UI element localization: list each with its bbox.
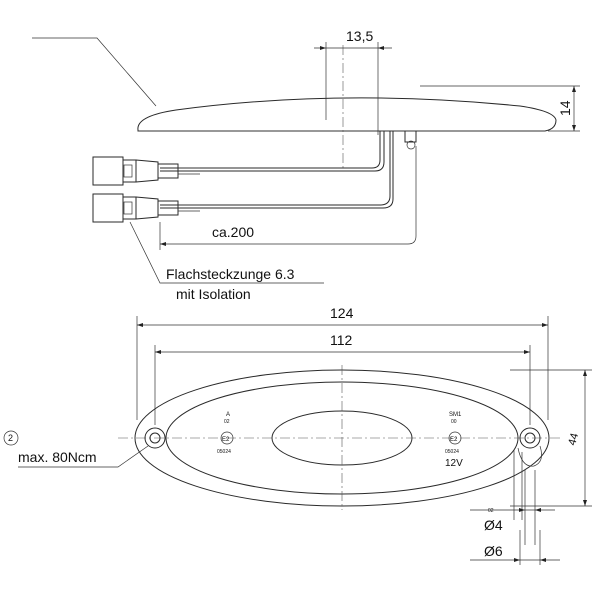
- dim-hole4-arrow-left: [519, 508, 525, 512]
- dim-124-arrow-right: [542, 323, 548, 327]
- dim-13-5-arrow-left: [320, 46, 326, 50]
- hole-large-label: Ø6: [484, 543, 503, 559]
- connector-label-line2: mit Isolation: [176, 286, 251, 302]
- side-view: 13,5 14: [32, 28, 580, 302]
- dim-14-label: 14: [557, 100, 573, 116]
- dim-hole6-arrow-left: [514, 558, 520, 562]
- dim-44-arrow-bottom: [583, 500, 587, 506]
- mounting-hole-right: [519, 427, 541, 449]
- cable-grommet: [404, 131, 417, 143]
- e-number-right: 05024: [445, 449, 459, 455]
- dim-14-arrow-top: [572, 86, 576, 92]
- leader-line-top: [32, 37, 157, 107]
- connector-leader: [129, 221, 324, 284]
- dim-124-label: 124: [330, 305, 354, 321]
- voltage-label: 12V: [445, 458, 463, 469]
- e-mark-right-circle: [448, 431, 462, 445]
- mounting-hole-left-inner: [149, 432, 161, 444]
- dim-112-label: 112: [330, 332, 353, 348]
- e-mark-right: E2: [450, 437, 458, 443]
- torque-label: max. 80Ncm: [18, 449, 97, 465]
- right-mark-top: SM1: [449, 412, 462, 418]
- dim-44-label: 44: [566, 432, 581, 447]
- torque-marker-circle: [3, 430, 19, 446]
- dim-112-arrow-right: [524, 350, 530, 354]
- dim-200-label: ca.200: [212, 224, 254, 240]
- connector-label-line1: Flachsteckzunge 6.3: [166, 266, 295, 282]
- mounting-hole-right-inner: [524, 432, 536, 444]
- dim-13-5-label: 13,5: [346, 28, 373, 44]
- lamp-profile: [137, 97, 557, 132]
- connector-upper: [92, 156, 200, 186]
- dim-112-arrow-left: [155, 350, 161, 354]
- torque-leader: [18, 445, 149, 468]
- left-mark-sub: 02: [224, 419, 230, 425]
- cable-exit-detail: [517, 445, 542, 467]
- top-view: 124 112 A 02 E2 05024 SM1: [3, 305, 592, 565]
- left-mark-top: A: [226, 412, 230, 418]
- dim-hole6-arrow-right: [540, 558, 546, 562]
- right-mark-sub: 00: [451, 419, 457, 425]
- hole-small-note: 02: [488, 508, 494, 514]
- cable-lower-2: [160, 131, 394, 209]
- cable-upper: [160, 131, 381, 169]
- hole-small-label: Ø4: [484, 517, 503, 533]
- dim-200-line: [160, 146, 417, 245]
- dim-124-arrow-left: [137, 323, 143, 327]
- cable-upper-2: [160, 131, 385, 172]
- torque-marker: 2: [8, 433, 13, 443]
- dim-44-arrow-top: [583, 370, 587, 376]
- e-number-left: 05024: [217, 449, 231, 455]
- cable-lower: [160, 131, 391, 206]
- dim-hole4-arrow-right: [535, 508, 541, 512]
- dim-14-arrow-bottom: [572, 125, 576, 131]
- cable-hole: [406, 140, 416, 150]
- mounting-hole-left: [144, 427, 166, 449]
- e-mark-left-circle: [220, 431, 234, 445]
- dim-13-5-arrow-right: [378, 46, 384, 50]
- dim-200-arrow-left: [160, 242, 166, 246]
- connector-lower: [92, 193, 200, 223]
- e-mark-left: E2: [222, 437, 230, 443]
